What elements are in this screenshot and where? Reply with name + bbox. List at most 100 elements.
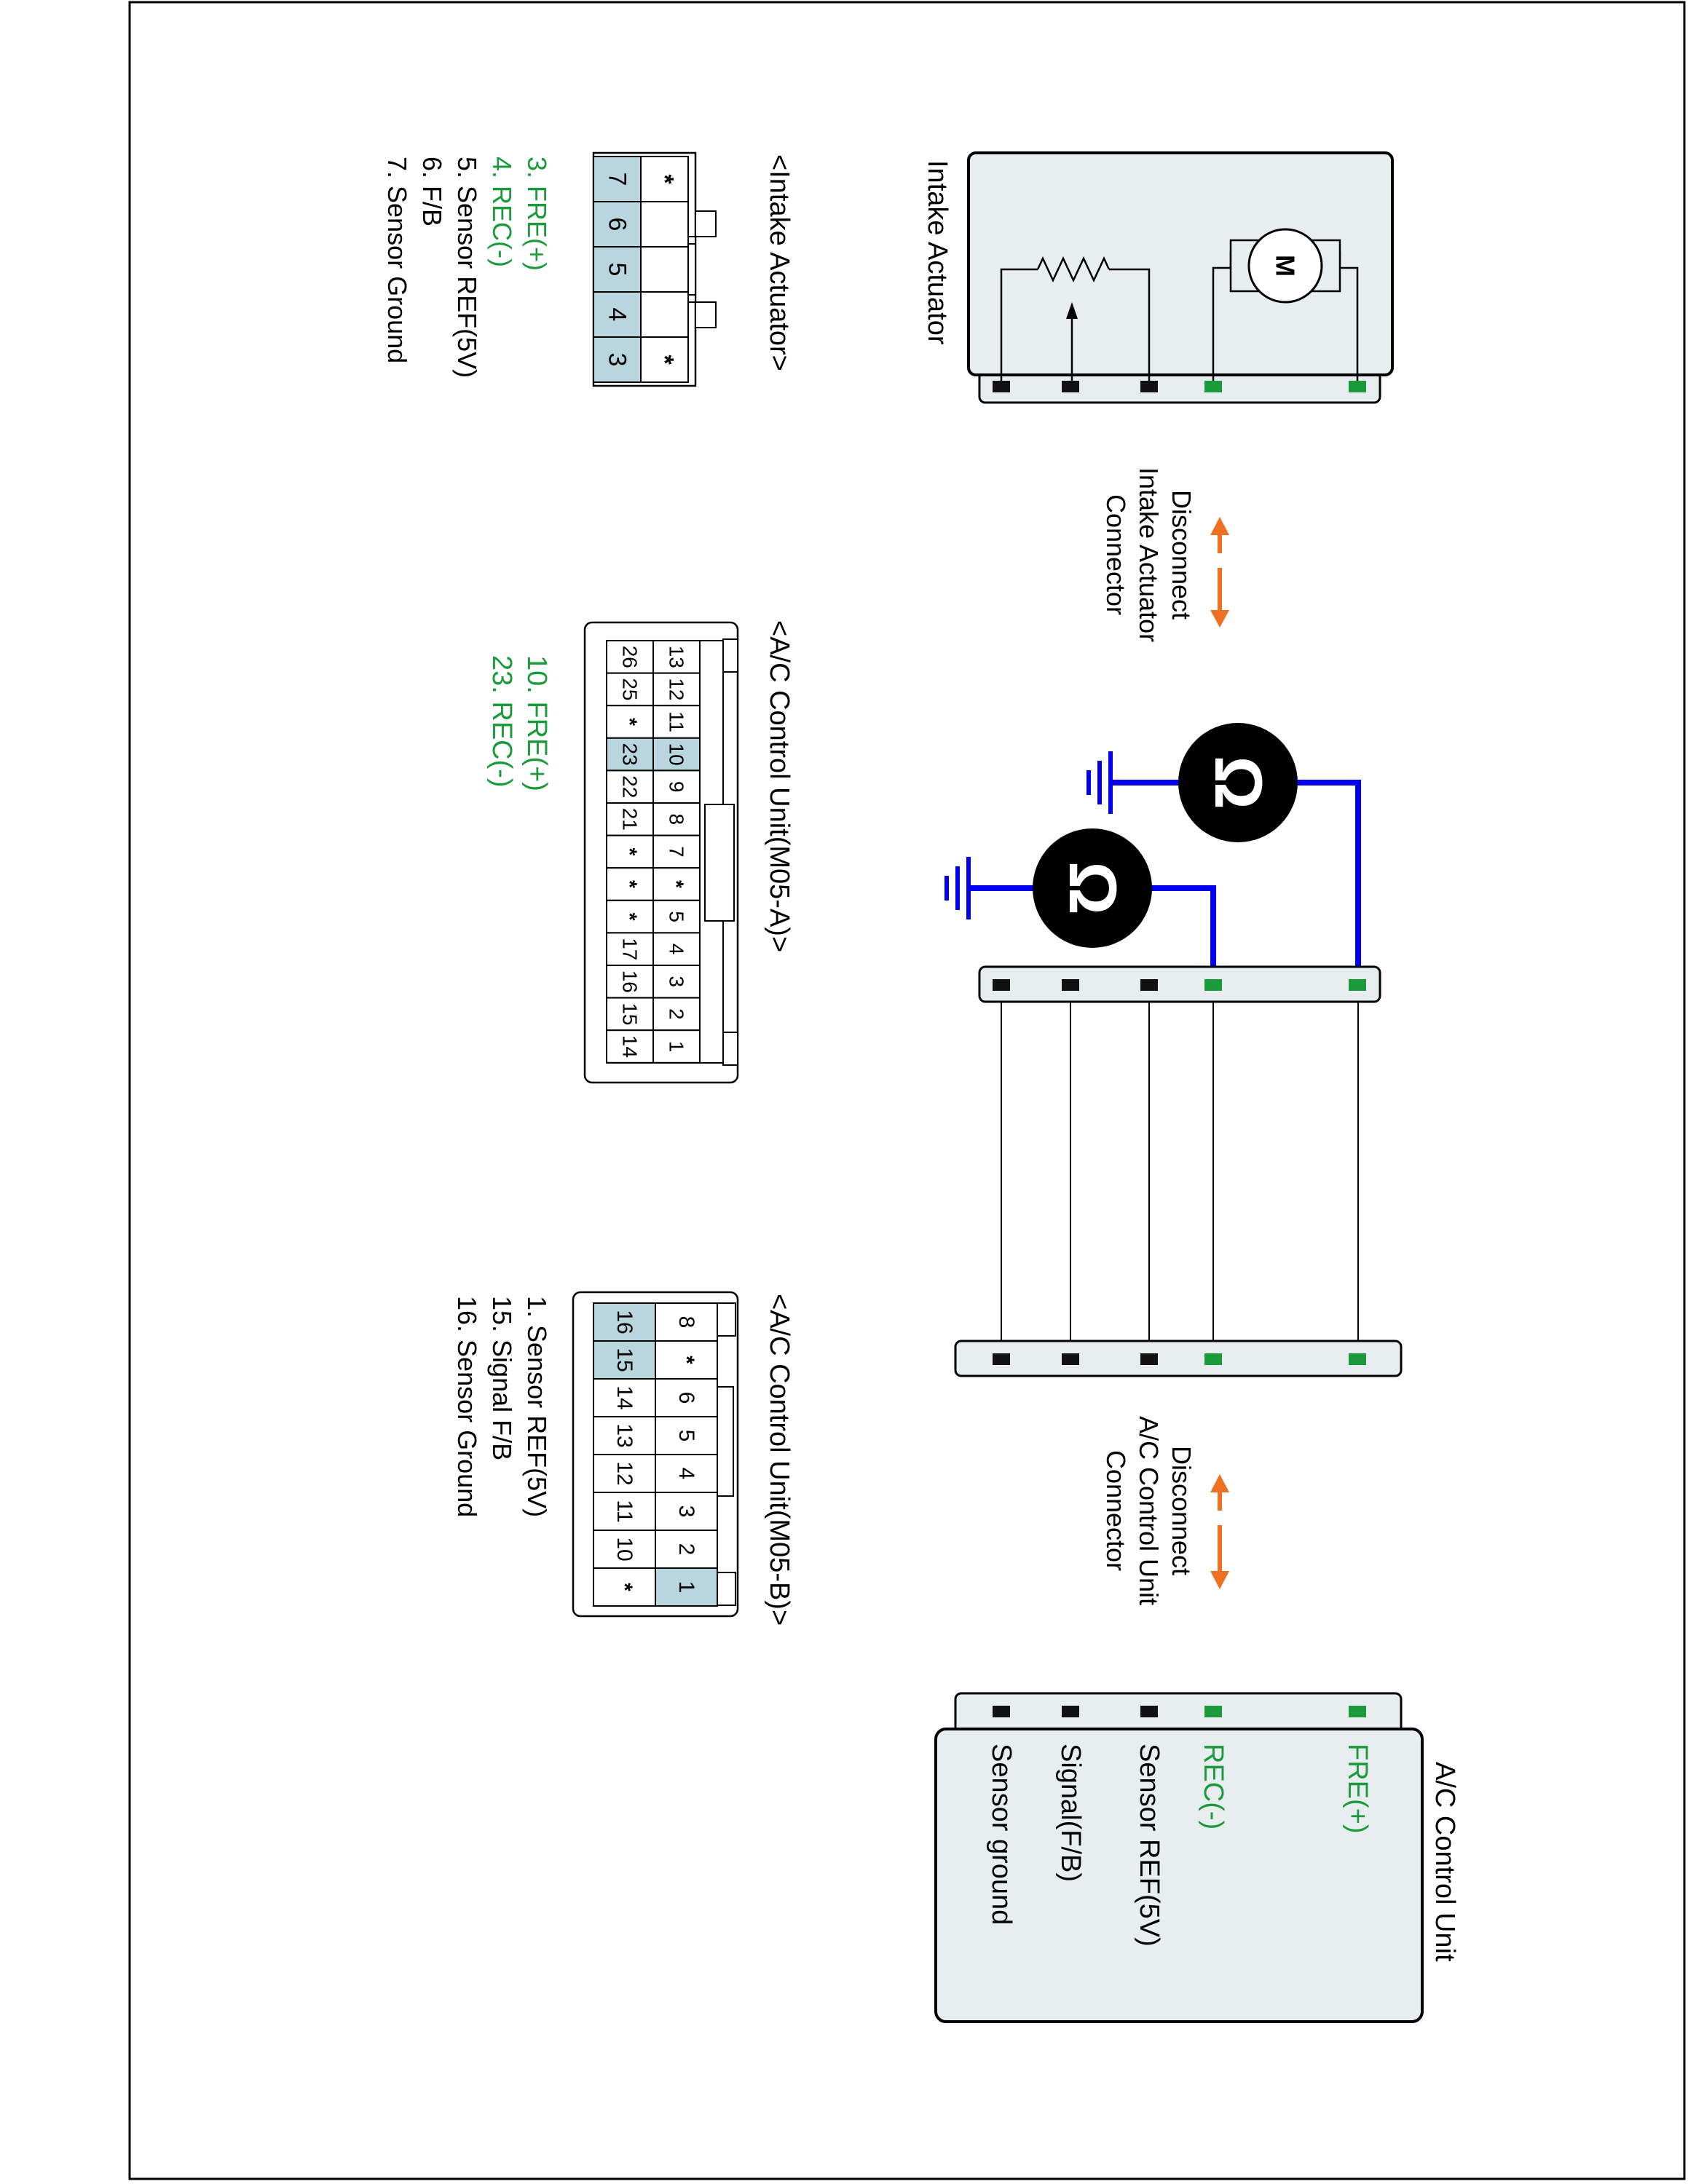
intake-pin-5: [1349, 381, 1366, 392]
m05b_connector-pin-cell: [593, 1416, 656, 1455]
intake_connector-legend-item: 5. Sensor REF(5V): [452, 157, 482, 378]
m05a_connector-legend-item: 10. FRE(+): [521, 655, 552, 791]
intake_connector-pin-label: *: [651, 174, 679, 184]
m05a_connector-pin-cell: [606, 705, 654, 739]
motor-label: M: [1271, 255, 1301, 277]
m05a_connector-pin-label: 12: [666, 678, 688, 700]
intake_connector-legend-item: 4. REC(-): [487, 157, 517, 267]
m05b_connector-pin-label: 4: [674, 1468, 698, 1480]
disconnect-intake-line3: Connector: [1101, 494, 1131, 615]
ground-icon: [1086, 751, 1113, 814]
m05b_connector-pin-label: 2: [674, 1543, 698, 1556]
m05b-connector-face: <A/C Control Unit(M05-B)> 8*654321161514…: [452, 1291, 794, 1626]
svg-text:Ω: Ω: [1055, 861, 1129, 915]
m05a_connector-pin-label: 26: [619, 646, 642, 668]
m05b_connector-pin-label: 13: [612, 1423, 636, 1447]
m05b_connector-pin-cell: [593, 1454, 656, 1493]
probe-wire-2: [1151, 885, 1216, 981]
m05a_connector-pin-label: *: [619, 847, 642, 855]
m05a-connector-title: <A/C Control Unit(M05-A)>: [764, 620, 794, 952]
m05a_connector-pin-label: *: [619, 718, 642, 726]
m05a_connector-pin-label: 10: [666, 743, 688, 766]
page-border: [128, 1, 1686, 2180]
acu-pin-label-rec: REC(-): [1198, 1744, 1228, 1829]
motor-icon: [1247, 228, 1323, 304]
m05a_connector-pin-label: 8: [666, 814, 688, 826]
m05b_connector-pin-label: *: [674, 1356, 698, 1364]
m05b_connector-pin-label: 3: [674, 1506, 698, 1518]
m05a_connector-pin-label: 22: [619, 775, 642, 798]
ohmmeter-1: Ω: [1086, 723, 1361, 981]
disconnect-intake-line1: Disconnect: [1167, 490, 1196, 620]
m05a_connector-pin-cell: [606, 640, 654, 674]
m05b_connector-pin-label: 5: [674, 1430, 698, 1442]
m05a_connector-pin-label: 11: [666, 711, 688, 732]
m05a_connector-pin-label: 13: [666, 646, 688, 668]
intake-pin-1: [993, 381, 1010, 392]
m05a_connector-pin-cell: [652, 769, 701, 804]
m05a_connector-pin-cell: [606, 997, 654, 1032]
harness-connector-acu-side: [954, 1340, 1403, 1377]
m05a_connector-pin-cell: [606, 1029, 654, 1064]
acu-component: A/C Control Unit FRE(+) REC(-) Sensor RE…: [934, 1692, 1460, 2023]
m05a_connector-pin-cell: [652, 672, 701, 707]
m05a_connector-pin-label: 16: [619, 970, 642, 993]
intake_connector-pin-cell: [593, 156, 642, 202]
intake_connector-legend-item: 3. FRE(+): [522, 157, 552, 271]
ohmmeter-2: Ω: [944, 828, 1216, 981]
intake-actuator-title: Intake Actuator: [922, 160, 953, 345]
disconnect-arrow-icon: [1210, 517, 1229, 628]
m05b_connector-pin-label: 10: [612, 1537, 636, 1561]
intake-connector-title: <Intake Actuator>: [764, 154, 794, 371]
m05b_connector-pin-cell: [593, 1302, 656, 1342]
m05a_connector-pin-label: *: [619, 880, 642, 888]
intake_connector-pin-label: *: [651, 355, 679, 365]
intake_connector-pin-cell: [640, 201, 689, 248]
intake_connector-pin-label: 5: [604, 263, 631, 277]
intake_connector-pin-label: 7: [604, 173, 631, 186]
acu-pin-label-sensor-ref: Sensor REF(5V): [1134, 1744, 1164, 1947]
intake_connector-legend-item: 6. F/B: [417, 157, 447, 226]
m05b_connector-pin-cell: [655, 1340, 718, 1380]
m05a_connector-pin-cell: [652, 737, 701, 772]
m05b_connector-pin-label: *: [612, 1583, 636, 1591]
intake-actuator-component: M Intake Actuator: [922, 151, 1394, 404]
m05a_connector-legend-item: 23. REC(-): [486, 655, 517, 788]
m05b_connector-pin-label: 15: [612, 1348, 636, 1372]
m05a_connector-pin-label: 14: [619, 1035, 642, 1058]
m05b_connector-pin-cell: [593, 1378, 656, 1417]
m05b_connector-legend-item: 1. Sensor REF(5V): [522, 1296, 552, 1517]
m05a_connector-pin-label: *: [619, 913, 642, 921]
m05b_connector-pin-label: 1: [674, 1581, 698, 1594]
m05b_connector-pin-cell: [655, 1378, 718, 1417]
m05b_connector-pin-label: 8: [674, 1316, 698, 1329]
m05b_connector-pin-cell: [593, 1567, 656, 1607]
ohmmeter-icon: [1178, 723, 1298, 842]
m05b_connector-legend-item: 16. Sensor Ground: [452, 1296, 482, 1517]
m05b_connector-pin-label: 16: [612, 1310, 636, 1334]
intake_connector-pin-cell: [640, 246, 689, 293]
m05b_connector-legend-item: 15. Signal F/B: [487, 1296, 517, 1460]
probe-wire-1: [1294, 780, 1361, 981]
m05a_connector-pin-label: *: [666, 880, 688, 888]
harness-connector-intake-side: [978, 965, 1381, 1003]
m05a_connector-pin-cell: [606, 834, 654, 869]
intake_connector-pin-cell: [593, 336, 642, 383]
intake-pin-3: [1140, 381, 1158, 392]
intake_connector-pin-cell: [593, 291, 642, 338]
disconnect-arrow-icon: [1210, 1474, 1229, 1589]
m05b_connector-pin-cell: [655, 1530, 718, 1569]
acu-pin-label-ground: Sensor ground: [986, 1744, 1017, 1925]
m05a-connector-face: <A/C Control Unit(M05-A)> 13121110987*54…: [486, 620, 794, 1084]
m05a_connector-pin-label: 17: [619, 938, 642, 960]
ground-icon: [944, 857, 971, 919]
m05a_connector-pin-cell: [606, 899, 654, 934]
m05b_connector-pin-label: 14: [612, 1385, 636, 1409]
m05a_connector-pin-label: 7: [666, 846, 688, 858]
intake_connector-legend-item: 7. Sensor Ground: [382, 157, 412, 363]
m05a_connector-pin-label: 2: [666, 1008, 688, 1020]
acu-title: A/C Control Unit: [1429, 1762, 1460, 1962]
ohmmeter-icon: [1033, 828, 1152, 948]
m05a_connector-pin-cell: [652, 1029, 701, 1064]
